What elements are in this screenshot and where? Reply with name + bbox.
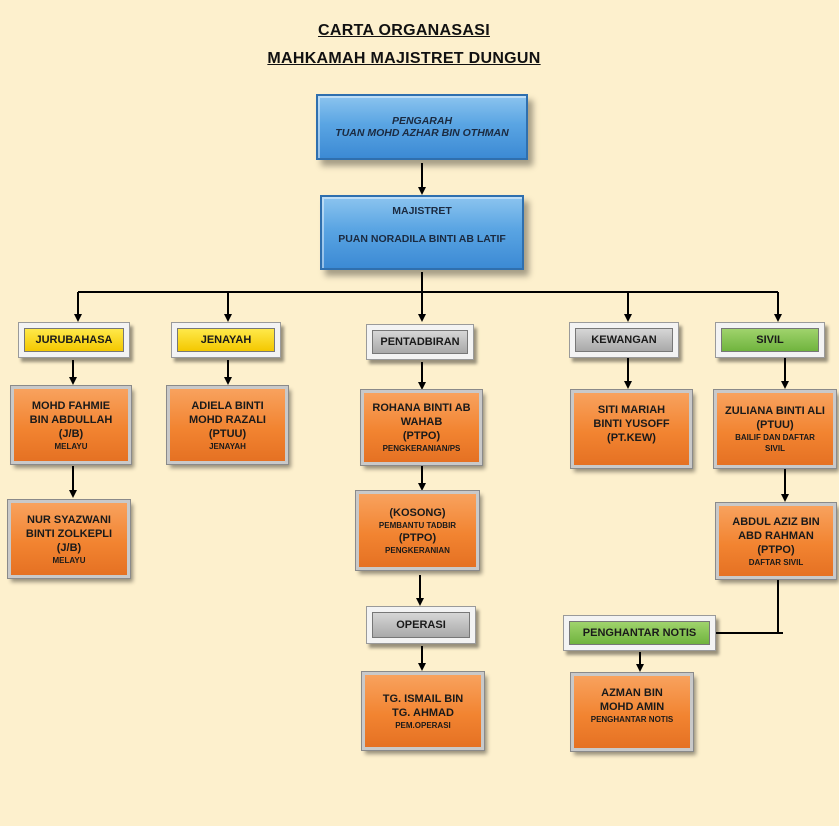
staff-grade: (PT.KEW) bbox=[607, 432, 656, 444]
staff-name-line: BIN ABDULLAH bbox=[29, 413, 113, 426]
staff-name-line: ROHANA BINTI AB bbox=[372, 402, 471, 414]
staff-box-ismail: TG. ISMAIL BIN TG. AHMAD PEM.OPERASI bbox=[361, 671, 485, 751]
staff-post: PEMBANTU TADBIR bbox=[378, 520, 457, 530]
pengarah-box: PENGARAH TUAN MOHD AZHAR BIN OTHMAN bbox=[316, 94, 528, 160]
staff-box-adiela: ADIELA BINTI MOHD RAZALI (PTUU) JENAYAH bbox=[166, 385, 289, 465]
staff-grade: (PTPO) bbox=[757, 543, 795, 556]
dept-kewangan: KEWANGAN bbox=[569, 322, 679, 358]
dept-pentadbiran-label: PENTADBIRAN bbox=[372, 330, 468, 354]
dept-sivil: SIVIL bbox=[715, 322, 825, 358]
staff-box-abdulaziz: ABDUL AZIZ BIN ABD RAHMAN (PTPO) DAFTAR … bbox=[715, 502, 837, 580]
staff-box-azman: AZMAN BIN MOHD AMIN PENGHANTAR NOTIS bbox=[570, 672, 694, 752]
staff-box-fahmie: MOHD FAHMIE BIN ABDULLAH (J/B) MELAYU bbox=[10, 385, 132, 465]
staff-unit: BAILIF DAN DAFTAR bbox=[735, 433, 815, 442]
staff-grade: (J/B) bbox=[56, 541, 82, 554]
staff-name-line: WAHAB bbox=[400, 416, 443, 428]
staff-box-zuliana: ZULIANA BINTI ALI (PTUU) BAILIF DAN DAFT… bbox=[713, 389, 837, 469]
staff-unit: PENGKERANIAN/PS bbox=[382, 444, 461, 453]
dept-jurubahasa: JURUBAHASA bbox=[18, 322, 130, 358]
staff-unit: DAFTAR SIVIL bbox=[748, 557, 804, 567]
staff-unit: MELAYU bbox=[54, 441, 88, 451]
staff-name-line: ABD RAHMAN bbox=[738, 529, 814, 542]
staff-name-line: MOHD AMIN bbox=[599, 701, 665, 713]
staff-name-line: NUR SYAZWANI bbox=[27, 513, 111, 526]
dept-kewangan-label: KEWANGAN bbox=[575, 328, 673, 352]
staff-box-kosong: (KOSONG) PEMBANTU TADBIR (PTPO) PENGKERA… bbox=[355, 490, 480, 571]
dept-jenayah: JENAYAH bbox=[171, 322, 281, 358]
majistret-box: MAJISTRET PUAN NORADILA BINTI AB LATIF bbox=[320, 195, 524, 270]
staff-name-line: MOHD RAZALI bbox=[189, 413, 266, 426]
staff-name-line: ABDUL AZIZ BIN bbox=[732, 515, 820, 528]
staff-grade: (PTUU) bbox=[756, 419, 794, 431]
staff-name-line: ADIELA BINTI bbox=[191, 399, 264, 412]
pengarah-name: TUAN MOHD AZHAR BIN OTHMAN bbox=[335, 127, 509, 139]
staff-grade: (J/B) bbox=[58, 427, 84, 440]
staff-unit: PENGKERANIAN bbox=[385, 545, 450, 555]
staff-name-line: ZULIANA BINTI ALI bbox=[724, 405, 825, 417]
pengarah-role: PENGARAH bbox=[391, 115, 453, 127]
staff-name-line: AZMAN BIN bbox=[601, 687, 663, 699]
staff-unit: MELAYU bbox=[52, 555, 86, 565]
dept-penghantar-notis-label: PENGHANTAR NOTIS bbox=[569, 621, 710, 645]
dept-operasi-label: OPERASI bbox=[372, 612, 470, 638]
chart-subtitle: MAHKAMAH MAJISTRET DUNGUN bbox=[267, 50, 541, 67]
majistret-role: MAJISTRET bbox=[392, 205, 452, 217]
staff-grade: (PTPO) bbox=[402, 430, 441, 442]
staff-unit: PENGHANTAR NOTIS bbox=[590, 715, 674, 724]
staff-grade: (PTPO) bbox=[398, 531, 437, 544]
staff-box-siti: SITI MARIAH BINTI YUSOFF (PT.KEW) bbox=[570, 389, 693, 469]
dept-jurubahasa-label: JURUBAHASA bbox=[24, 328, 124, 352]
staff-unit: PEM.OPERASI bbox=[395, 720, 451, 730]
staff-box-rohana: ROHANA BINTI AB WAHAB (PTPO) PENGKERANIA… bbox=[360, 389, 483, 466]
chart-title: CARTA ORGANASASI bbox=[318, 22, 490, 39]
staff-box-syazwani: NUR SYAZWANI BINTI ZOLKEPLI (J/B) MELAYU bbox=[7, 499, 131, 579]
dept-sivil-label: SIVIL bbox=[721, 328, 819, 352]
staff-unit: SIVIL bbox=[764, 444, 785, 453]
staff-name-line: SITI MARIAH bbox=[597, 404, 666, 416]
staff-grade: (PTUU) bbox=[208, 427, 247, 440]
dept-penghantar-notis: PENGHANTAR NOTIS bbox=[563, 615, 716, 651]
dept-pentadbiran: PENTADBIRAN bbox=[366, 324, 474, 360]
dept-jenayah-label: JENAYAH bbox=[177, 328, 275, 352]
staff-name-line: BINTI ZOLKEPLI bbox=[25, 527, 113, 540]
staff-name-line: TG. AHMAD bbox=[392, 706, 454, 719]
staff-name-line: BINTI YUSOFF bbox=[593, 418, 670, 430]
majistret-name: PUAN NORADILA BINTI AB LATIF bbox=[338, 233, 506, 245]
staff-name-line: MOHD FAHMIE bbox=[31, 399, 111, 412]
staff-name-line: TG. ISMAIL BIN bbox=[382, 692, 464, 705]
staff-unit: JENAYAH bbox=[209, 441, 246, 451]
staff-name-line: (KOSONG) bbox=[389, 506, 446, 519]
dept-operasi: OPERASI bbox=[366, 606, 476, 644]
